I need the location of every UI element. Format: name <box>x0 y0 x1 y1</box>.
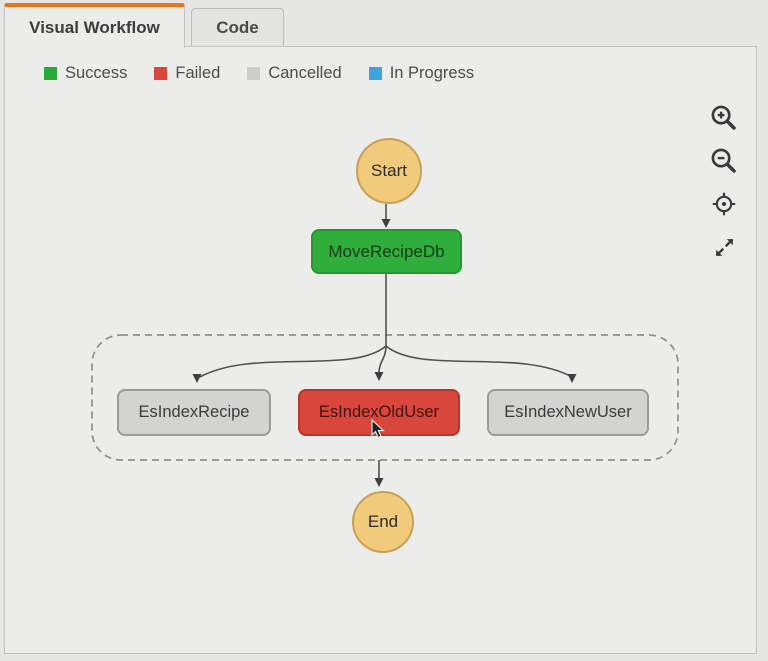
zoom-out-button[interactable] <box>710 147 738 175</box>
task-node-esindexnewuser[interactable]: EsIndexNewUser <box>487 389 649 436</box>
task-node-label: EsIndexRecipe <box>138 403 250 421</box>
task-node-label: EsIndexOldUser <box>318 403 440 421</box>
legend-item-in-progress: In Progress <box>368 64 475 83</box>
tab-visual-workflow[interactable]: Visual Workflow <box>4 3 185 48</box>
tab-code[interactable]: Code <box>191 8 284 47</box>
in-progress-swatch <box>368 67 382 80</box>
cancelled-swatch <box>247 67 261 80</box>
legend-item-cancelled: Cancelled <box>247 64 342 83</box>
zoom-out-icon <box>710 147 738 175</box>
success-swatch <box>44 67 57 80</box>
end-node[interactable]: End <box>352 491 414 553</box>
workflow-canvas: Start MoveRecipeDb EsIndexRecipe EsIndex… <box>5 47 758 655</box>
legend-label-failed: Failed <box>175 64 221 82</box>
expand-icon <box>712 235 737 260</box>
task-node-esindexrecipe[interactable]: EsIndexRecipe <box>117 389 271 436</box>
status-legend: Success Failed Cancelled In Progress <box>44 64 474 83</box>
legend-item-success: Success <box>44 64 127 83</box>
workflow-panel: Success Failed Cancelled In Progress <box>4 46 757 654</box>
tab-visual-workflow-label: Visual Workflow <box>29 17 160 37</box>
expand-button[interactable] <box>710 233 738 261</box>
legend-item-failed: Failed <box>154 64 220 83</box>
task-node-label: MoveRecipeDb <box>328 241 445 261</box>
center-view-button[interactable] <box>710 190 738 218</box>
failed-swatch <box>154 67 168 80</box>
task-node-esindexolduser[interactable]: EsIndexOldUser <box>298 389 460 436</box>
end-node-label: End <box>367 512 399 531</box>
zoom-in-icon <box>710 104 738 132</box>
start-node[interactable]: Start <box>356 138 422 204</box>
legend-label-in-progress: In Progress <box>389 64 475 82</box>
tab-code-label: Code <box>216 18 259 37</box>
crosshair-icon <box>711 191 737 217</box>
start-node-label: Start <box>371 161 407 180</box>
zoom-in-button[interactable] <box>710 104 738 132</box>
graph-toolbar <box>710 104 738 261</box>
legend-label-success: Success <box>65 64 128 82</box>
legend-label-cancelled: Cancelled <box>268 64 342 82</box>
task-node-label: EsIndexNewUser <box>504 403 632 421</box>
task-node-moverecipedb[interactable]: MoveRecipeDb <box>311 229 462 274</box>
